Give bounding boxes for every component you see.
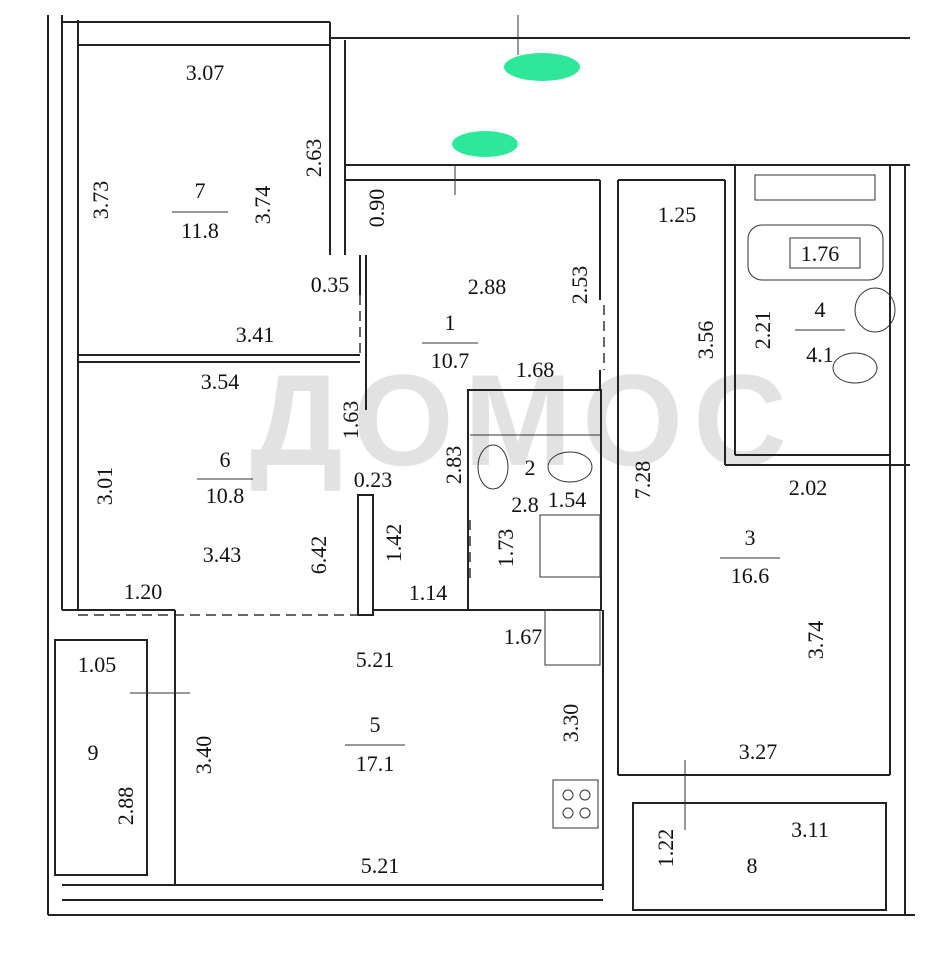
dim-label: 1.20: [124, 579, 163, 604]
dim-label: 0.23: [354, 467, 393, 492]
room-5-area: 17.1: [356, 751, 395, 776]
dim-label: 5.21: [356, 647, 395, 672]
room-labels: 7 11.8 1 10.7 6 10.8 2 3 16.6 4 4.1 5 17…: [88, 178, 845, 878]
dim-label: 1.68: [516, 357, 555, 382]
room-3-number: 3: [745, 525, 756, 550]
room-1-number: 1: [445, 310, 456, 335]
dim-label: 3.73: [88, 181, 113, 220]
dim-label: 1.73: [493, 529, 518, 568]
dim-label: 3.54: [201, 369, 240, 394]
dim-label: 3.30: [558, 704, 583, 743]
room-6-number: 6: [220, 447, 231, 472]
dimension-labels: 3.07 3.73 3.74 2.63 0.90 0.35 3.41 2.88 …: [78, 60, 861, 878]
dim-label: 2.02: [789, 475, 828, 500]
room-2-number: 2: [525, 455, 536, 480]
dim-label: 2.88: [113, 787, 138, 826]
highlight-mark: [452, 131, 518, 157]
dim-label: 1.42: [381, 524, 406, 563]
dim-label: 3.43: [203, 542, 242, 567]
room-4-area: 4.1: [806, 342, 834, 367]
dim-label: 3.11: [791, 817, 829, 842]
dim-label: 3.01: [92, 467, 117, 506]
dim-label: 7.28: [630, 461, 655, 500]
room-6-area: 10.8: [206, 483, 245, 508]
dim-label: 2.53: [567, 266, 592, 305]
dim-label: 2.21: [750, 311, 775, 350]
dim-label: 3.74: [250, 186, 275, 225]
room-8-number: 8: [747, 853, 758, 878]
watermark-logo: ДОМОС: [250, 347, 797, 493]
dim-label: 2.63: [301, 139, 326, 178]
dim-label: 0.90: [364, 189, 389, 228]
dim-label: 0.35: [311, 272, 350, 297]
room-1-area: 10.7: [431, 348, 470, 373]
dim-label: 1.54: [548, 487, 587, 512]
dim-label: 3.40: [191, 736, 216, 775]
room-4-number: 4: [815, 297, 826, 322]
dim-label: 2.83: [441, 446, 466, 485]
room-7-area: 11.8: [181, 218, 219, 243]
dim-label: 1.76: [801, 241, 840, 266]
dim-label: 1.63: [338, 401, 363, 440]
dim-label: 3.56: [693, 321, 718, 360]
highlight-marks: [452, 53, 580, 157]
dim-label: 5.21: [361, 853, 400, 878]
dim-label: 3.41: [236, 322, 275, 347]
dim-label: 3.07: [186, 60, 225, 85]
walls: [47, 15, 915, 916]
dim-label: 6.42: [306, 536, 331, 575]
dim-label: 3.27: [739, 739, 778, 764]
dim-label: 1.67: [504, 624, 543, 649]
dim-label: 1.05: [78, 652, 117, 677]
room-5-number: 5: [370, 712, 381, 737]
dim-label: 3.74: [803, 621, 828, 660]
room-3-area: 16.6: [731, 563, 770, 588]
room-7-number: 7: [195, 178, 206, 203]
dim-label: 1.25: [658, 202, 697, 227]
highlight-mark: [504, 53, 580, 81]
dim-label: 2.88: [468, 274, 507, 299]
room-9-number: 9: [88, 740, 99, 765]
dim-label: 1.14: [409, 580, 448, 605]
dim-label: 2.8: [511, 492, 539, 517]
dim-label: 1.22: [653, 829, 678, 868]
